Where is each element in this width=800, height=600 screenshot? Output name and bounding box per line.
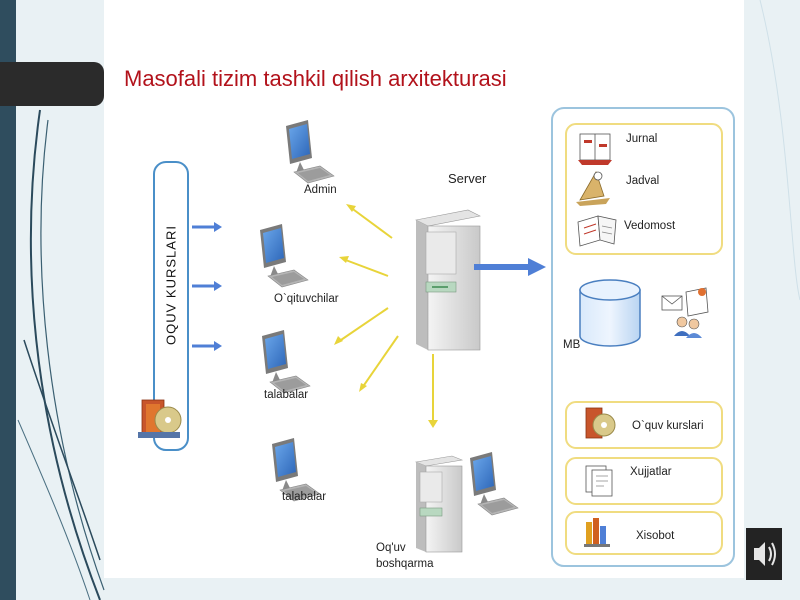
panel-item-schedule: Jadval [626, 175, 660, 187]
office-label-line2: boshqarma [376, 558, 434, 570]
panel-item-courses: O`quv kurslari [632, 420, 704, 432]
panel-item-report: Xisobot [636, 530, 675, 542]
client-label-teachers: O`qituvchilar [274, 293, 339, 305]
students-computer-icon [261, 329, 311, 394]
slide-title: Masofali tizim tashkil qilish arxitektur… [124, 66, 507, 91]
ledger-icon [577, 215, 617, 247]
server-to-panel-arrow [474, 258, 546, 276]
schedule-icon [576, 171, 610, 206]
documents-icon [585, 465, 613, 497]
course-book-cd-icon [138, 399, 182, 438]
client-label-students-2: talabalar [282, 491, 327, 503]
panel-item-journal: Jurnal [626, 133, 658, 145]
title-tab [0, 62, 104, 106]
left-dark-strip [0, 0, 16, 600]
office-server-icon [414, 455, 464, 553]
client-label-students: talabalar [264, 389, 309, 401]
server-client-arrows [334, 204, 438, 428]
course-box-label: OQUV KURSLARI [163, 225, 179, 345]
database-cylinder-icon [579, 279, 641, 347]
office-computer-icon [469, 451, 519, 516]
client-label-admin: Admin [304, 184, 337, 196]
database-label: MB [563, 339, 581, 351]
server-label: Server [448, 171, 487, 186]
audio-speaker-button[interactable] [746, 528, 782, 580]
box-to-client-arrows [192, 222, 222, 351]
teachers-computer-icon [259, 223, 309, 288]
course-books-item [565, 401, 723, 449]
admin-computer-icon [285, 119, 335, 184]
office-label-line1: Oq'uv [376, 542, 406, 554]
speaker-icon [754, 542, 776, 566]
report-icon [584, 518, 610, 547]
server-tower-icon [415, 209, 481, 351]
journal-icon [578, 133, 612, 165]
course-box [153, 161, 189, 451]
panel-item-ledger: Vedomost [624, 220, 676, 232]
panel-item-documents: Xujjatlar [630, 466, 672, 478]
course-books-icon [585, 407, 616, 439]
mail-users-icon [661, 287, 709, 338]
